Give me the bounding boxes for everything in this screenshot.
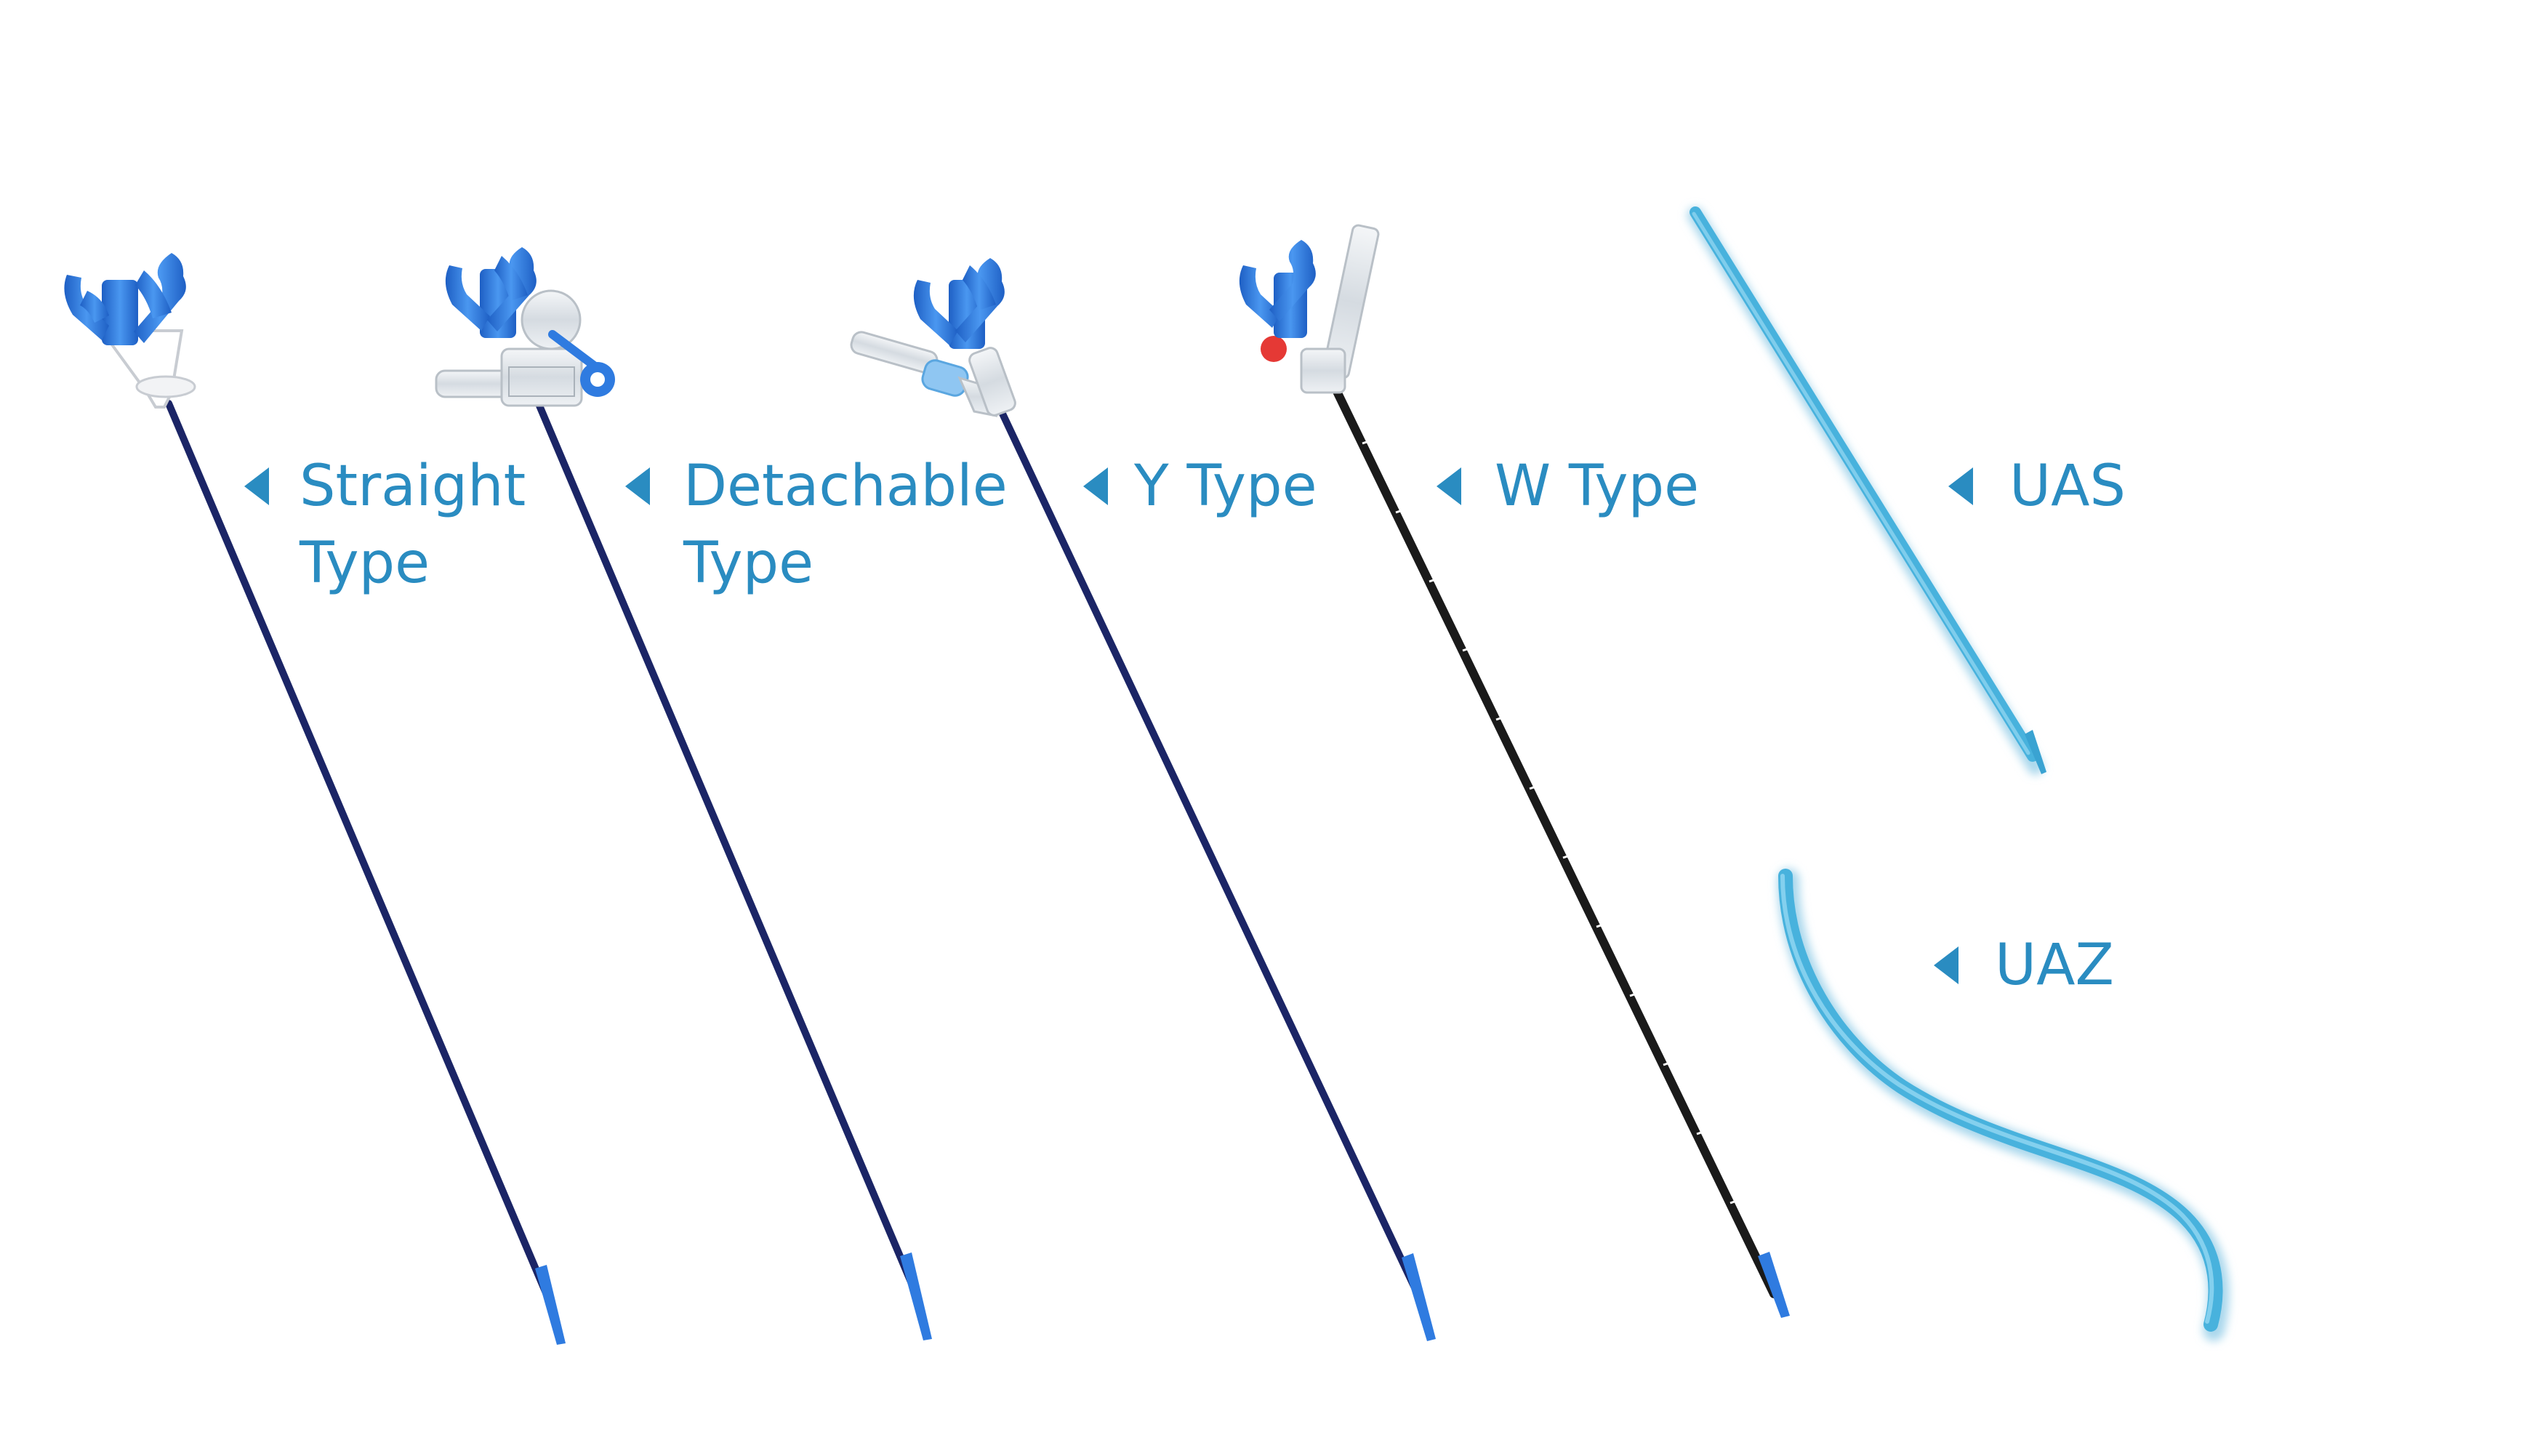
- y-type-shaft: [992, 396, 1421, 1298]
- w-type-red-cap: [1261, 336, 1287, 362]
- w-type-sheath: [1239, 224, 1790, 1318]
- w-type-shaft: [1326, 374, 1778, 1298]
- uas-sheath: [1687, 206, 2046, 775]
- left-triangle-arrow-icon: [625, 467, 650, 505]
- w-type-hub: [1239, 240, 1316, 338]
- straight-type-sheath: [64, 253, 566, 1345]
- y-type-hub: [913, 258, 1005, 349]
- left-triangle-arrow-icon: [1934, 946, 1958, 984]
- left-triangle-arrow-icon: [1083, 467, 1108, 505]
- detachable-type-sheath: [435, 247, 932, 1340]
- label-line-2: Type: [683, 531, 814, 596]
- left-triangle-arrow-icon: [244, 467, 269, 505]
- y-type-tip: [1402, 1253, 1436, 1341]
- detachable-type-hub: [445, 247, 537, 338]
- y-type-sheath: [850, 258, 1436, 1341]
- label-line-1: Y Type: [1134, 454, 1317, 519]
- detachable-type-shaft: [526, 378, 920, 1298]
- straight-type-shaft: [165, 400, 556, 1312]
- straight-type-tip: [535, 1265, 566, 1345]
- label-line-1: Detachable: [683, 454, 1008, 519]
- detachable-type-tip: [900, 1252, 932, 1340]
- left-triangle-arrow-icon: [1948, 467, 1973, 505]
- label-line-1: W Type: [1495, 454, 1700, 519]
- w-type-tip: [1758, 1252, 1790, 1318]
- label-line-1: Straight: [300, 454, 526, 519]
- straight-type-hub: [64, 253, 186, 345]
- label-line-1: UAS: [2009, 454, 2126, 519]
- uaz-sheath: [1777, 869, 2230, 1341]
- label-line-1: UAZ: [1995, 933, 2114, 998]
- label-line-2: Type: [300, 531, 430, 596]
- left-triangle-arrow-icon: [1437, 467, 1461, 505]
